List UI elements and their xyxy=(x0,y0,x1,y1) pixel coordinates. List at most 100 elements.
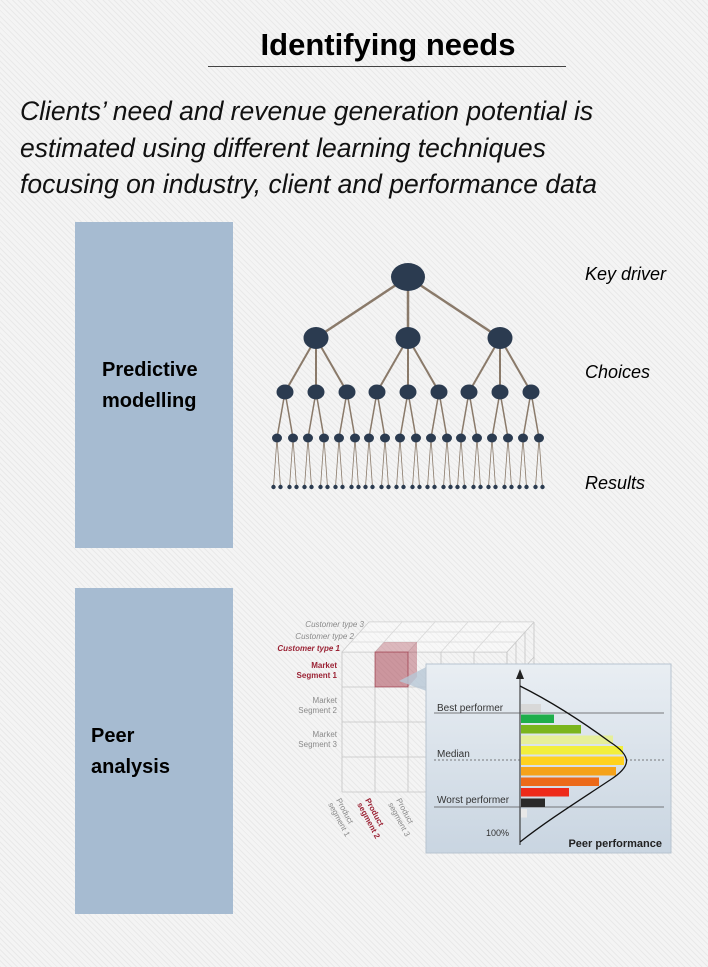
zoom-pointer xyxy=(399,664,432,693)
tree-edge xyxy=(315,391,325,439)
predictive-modelling-line-2: modelling xyxy=(102,390,197,412)
tree-edge xyxy=(460,391,470,439)
result-node xyxy=(333,484,338,490)
result-node xyxy=(356,484,361,490)
result-node xyxy=(417,484,422,490)
tree-edge xyxy=(320,437,325,488)
choice-node xyxy=(487,327,513,349)
peer-analysis-label: Peer analysis xyxy=(91,721,170,783)
tree-edge xyxy=(504,437,509,488)
tree-edge xyxy=(491,391,501,439)
result-node xyxy=(309,484,314,490)
tree-edge xyxy=(457,437,462,488)
choices-label: Choices xyxy=(585,362,651,382)
tree-edge xyxy=(522,437,527,488)
result-node xyxy=(363,484,368,490)
result-node xyxy=(294,484,299,490)
tree-edge xyxy=(384,437,389,488)
tree-edge xyxy=(407,275,501,340)
predictive-modelling-label: Predictive modelling xyxy=(102,355,198,417)
branch-node xyxy=(272,433,282,443)
tree-edge xyxy=(415,437,420,488)
result-node xyxy=(370,484,375,490)
result-node xyxy=(462,484,467,490)
subtitle-line-1: Clients’ need and revenue generation pot… xyxy=(20,96,594,126)
sub-choice-node xyxy=(491,384,509,400)
tree-edge xyxy=(376,391,386,439)
peer-bar xyxy=(521,809,527,818)
predictive-modelling-box xyxy=(75,222,233,548)
tree-edge xyxy=(292,437,297,488)
predictive-modelling-line-1: Predictive xyxy=(102,359,198,381)
tree-edge xyxy=(304,437,309,488)
tree-edge xyxy=(468,391,478,439)
tree-edge xyxy=(315,275,409,340)
peer-analysis-box xyxy=(75,588,233,914)
row-label-market-segment-2-line1: Market xyxy=(313,696,338,705)
result-node xyxy=(478,484,483,490)
result-node xyxy=(533,484,538,490)
result-node xyxy=(386,484,391,490)
result-node xyxy=(401,484,406,490)
result-node xyxy=(486,484,491,490)
result-node xyxy=(425,484,430,490)
branch-node xyxy=(472,433,482,443)
tree-edge xyxy=(427,437,432,488)
tree-edge xyxy=(412,437,417,488)
peer-bar xyxy=(521,788,569,797)
result-node xyxy=(455,484,460,490)
tree-edge xyxy=(289,437,294,488)
tree-edge xyxy=(535,437,540,488)
row-label-market-segment-3-line2: Segment 3 xyxy=(298,740,337,749)
axis-arrow-icon xyxy=(516,669,524,679)
tree-edge xyxy=(273,437,278,488)
sub-choice-node xyxy=(338,384,356,400)
tree-edge xyxy=(365,437,370,488)
result-node xyxy=(524,484,529,490)
tree-edge xyxy=(519,437,524,488)
row-label-market-segment-2-line2: Segment 2 xyxy=(298,706,337,715)
result-node xyxy=(340,484,345,490)
tree-edge xyxy=(276,391,286,439)
branch-node xyxy=(350,433,360,443)
subtitle-line-3: focusing on industry, client and perform… xyxy=(20,169,597,199)
tree-edge xyxy=(368,437,373,488)
peer-bar xyxy=(521,714,554,723)
tree-edge xyxy=(399,391,409,439)
result-node xyxy=(471,484,476,490)
branch-node xyxy=(319,433,329,443)
tree-edge xyxy=(538,437,543,488)
result-node xyxy=(318,484,323,490)
result-node xyxy=(540,484,545,490)
key-driver-node xyxy=(391,263,425,291)
branch-node xyxy=(411,433,421,443)
branch-node xyxy=(380,433,390,443)
peer-bar xyxy=(521,756,624,765)
peer-bar xyxy=(521,735,613,744)
tree-edge xyxy=(407,391,417,439)
branch-node xyxy=(395,433,405,443)
branch-node xyxy=(456,433,466,443)
sub-choice-node xyxy=(522,384,540,400)
peer-bar xyxy=(521,704,541,713)
result-node xyxy=(349,484,354,490)
branch-node xyxy=(442,433,452,443)
branch-node xyxy=(534,433,544,443)
peer-bar xyxy=(521,777,599,786)
row-label-market-segment-3-line1: Market xyxy=(313,730,338,739)
tree-edge xyxy=(354,437,359,488)
tree-edge xyxy=(473,437,478,488)
cube-grid-line xyxy=(473,621,502,653)
tree-edge xyxy=(284,391,294,439)
branch-node xyxy=(288,433,298,443)
tree-edge xyxy=(522,391,532,439)
row-label-market-segment-1-line1: Market xyxy=(311,661,337,670)
subtitle-line-2: estimated using different learning techn… xyxy=(20,132,546,163)
tree-edge xyxy=(530,391,540,439)
branch-node xyxy=(487,433,497,443)
sub-choice-node xyxy=(276,384,294,400)
result-node xyxy=(325,484,330,490)
cube-grid-line xyxy=(374,621,403,653)
row-label-market-segment-1-line2: Segment 1 xyxy=(297,671,338,680)
